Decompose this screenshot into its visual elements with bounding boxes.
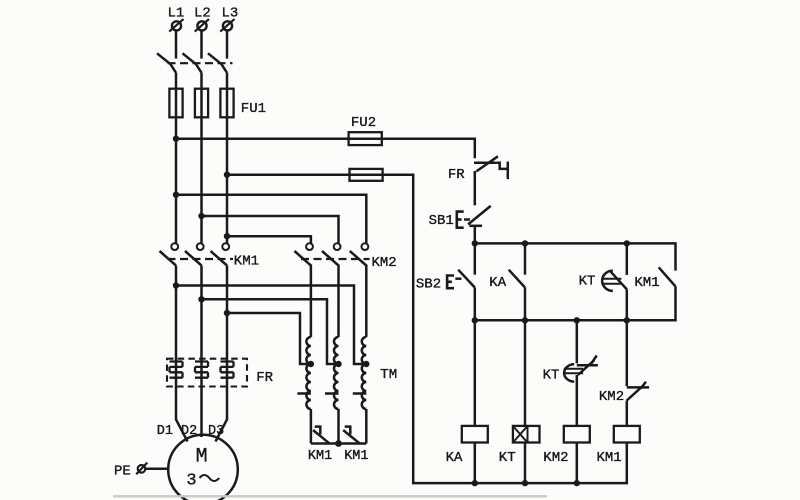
svg-text:L2: L2 [194,5,211,21]
svg-text:FU2: FU2 [351,115,376,131]
svg-text:KM1: KM1 [234,253,259,269]
svg-text:KT: KT [499,450,516,466]
svg-text:KM1: KM1 [597,450,622,466]
svg-text:3: 3 [186,472,196,491]
svg-text:FU1: FU1 [241,101,266,117]
svg-text:KM2: KM2 [599,389,624,405]
svg-text:D3: D3 [208,424,224,439]
svg-text:KM1: KM1 [344,449,368,464]
svg-text:PE: PE [114,464,131,480]
svg-text:KM2: KM2 [372,255,397,271]
svg-text:M: M [196,446,208,469]
svg-text:KA: KA [446,450,463,466]
svg-text:FR: FR [256,370,273,386]
svg-text:KM2: KM2 [543,450,568,466]
svg-text:L3: L3 [222,5,239,21]
svg-text:D1: D1 [157,424,173,439]
svg-text:KM1: KM1 [634,275,659,291]
svg-text:L1: L1 [168,5,185,21]
svg-text:KM1: KM1 [308,449,332,464]
svg-text:D2: D2 [181,424,197,439]
svg-text:KT: KT [579,274,596,290]
svg-text:SB2: SB2 [416,276,441,292]
svg-text:FR: FR [448,167,465,183]
svg-text:TM: TM [380,367,397,383]
svg-text:SB1: SB1 [429,213,454,229]
svg-text:KT: KT [543,368,560,384]
svg-text:KA: KA [489,275,506,291]
